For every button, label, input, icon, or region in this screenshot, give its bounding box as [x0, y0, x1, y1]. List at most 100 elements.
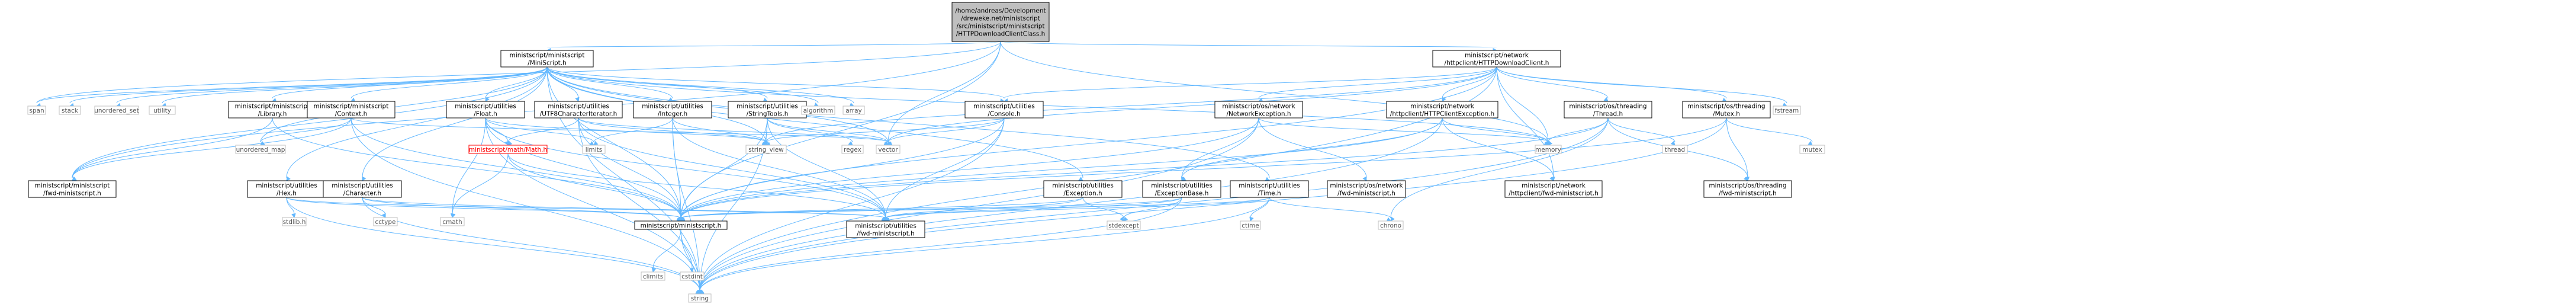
node-stringtools[interactable]: ministscript/utilities/StringTools.h: [728, 101, 807, 119]
node-span: span: [27, 105, 46, 115]
edge-line: [1496, 66, 1727, 99]
node-hex[interactable]: ministscript/utilities/Hex.h: [247, 180, 326, 198]
node-math[interactable]: ministscript/math/Math.h: [468, 145, 548, 154]
node-label: ministscript/os/threading: [1569, 103, 1646, 110]
node-console[interactable]: ministscript/utilities/Console.h: [964, 101, 1044, 119]
node-vector: vector: [876, 145, 901, 154]
node-box: [1504, 180, 1603, 198]
node-fwd-osnet[interactable]: ministscript/os/network/fwd-ministscript…: [1327, 180, 1406, 198]
include-edge: [593, 117, 673, 146]
node-fwd-http[interactable]: ministscript/network/httpclient/fwd-mini…: [1504, 180, 1603, 198]
edge-arrowhead: [1745, 177, 1750, 182]
node-utility: utility: [149, 105, 176, 115]
node-memory: memory: [1535, 145, 1562, 154]
node-httpexc[interactable]: ministscript/network/httpclient/HTTPClie…: [1386, 101, 1498, 119]
node-box: [876, 145, 901, 154]
edge-line: [767, 117, 886, 219]
node-box: [1432, 50, 1561, 68]
node-integer[interactable]: ministscript/utilities/Integer.h: [633, 101, 712, 119]
node-float[interactable]: ministscript/utilities/Float.h: [446, 101, 525, 119]
edge-arrowhead: [1808, 140, 1813, 146]
node-excbase[interactable]: ministscript/utilities/ExceptionBase.h: [1142, 180, 1221, 198]
node-time[interactable]: ministscript/utilities/Time.h: [1230, 180, 1309, 198]
edge-line: [887, 41, 1001, 143]
node-label: vector: [878, 146, 898, 153]
edge-arrowhead: [485, 97, 490, 102]
node-box: [1230, 180, 1309, 198]
node-thread[interactable]: ministscript/os/threading/Thread.h: [1564, 101, 1652, 119]
edge-arrowhead: [362, 176, 366, 181]
edge-line: [1082, 197, 1124, 219]
edge-line: [680, 117, 1259, 219]
node-mutex-h[interactable]: ministscript/os/threading/Mutex.h: [1682, 101, 1771, 119]
node-exception[interactable]: ministscript/utilities/Exception.h: [1043, 180, 1123, 198]
node-regex: regex: [841, 145, 864, 154]
node-box: [468, 145, 548, 154]
node-label: stdexcept: [1108, 222, 1139, 229]
node-box: [446, 101, 525, 119]
edge-line: [1496, 66, 1609, 99]
edge-line: [485, 66, 548, 99]
node-utf8[interactable]: ministscript/utilities/UTF8CharacterIter…: [534, 101, 623, 119]
edge-arrowhead: [697, 290, 702, 295]
node-box: [323, 180, 402, 198]
node-box: [634, 220, 728, 230]
node-label: /MiniScript.h: [528, 60, 567, 67]
include-edge: [672, 117, 767, 146]
node-label: chrono: [1380, 222, 1401, 229]
node-label: /home/andreas/Development: [955, 8, 1046, 15]
node-cctype: cctype: [373, 217, 398, 226]
include-edge: [350, 117, 681, 222]
node-root[interactable]: /home/andreas/Development/dreweke.net/mi…: [951, 2, 1050, 42]
node-label: thread: [1665, 146, 1685, 153]
node-library[interactable]: ministscript/ministscript/Library.h: [228, 101, 317, 119]
edge-line: [672, 117, 700, 292]
edge-line: [350, 117, 889, 143]
node-character[interactable]: ministscript/utilities/Character.h: [323, 180, 402, 198]
node-fwd-msms[interactable]: ministscript/ministscript/fwd-ministscri…: [28, 180, 117, 198]
node-label: stdlib.h: [283, 219, 306, 226]
node-ms[interactable]: ministscript/ministscript/MiniScript.h: [500, 50, 594, 68]
edge-line: [1000, 41, 1549, 143]
node-netexc[interactable]: ministscript/os/network/NetworkException…: [1214, 101, 1303, 119]
node-ms-h[interactable]: ministscript/ministscript.h: [634, 220, 728, 230]
node-label: ministscript/utilities: [256, 183, 317, 190]
include-edge: [286, 197, 700, 295]
edge-line: [546, 41, 1001, 48]
edge-line: [680, 117, 1727, 219]
node-box: [1703, 180, 1792, 198]
edge-line: [1258, 117, 1549, 143]
edge-arrowhead: [1670, 140, 1675, 146]
node-label: ministscript/utilities: [1052, 183, 1114, 190]
node-chrono: chrono: [1378, 220, 1404, 230]
node-label: ministscript/utilities: [1151, 183, 1213, 190]
node-box: [1535, 145, 1562, 154]
edge-arrowhead: [593, 140, 599, 146]
include-edge: [767, 117, 853, 146]
edge-line: [578, 117, 886, 219]
node-label: fstream: [1775, 107, 1799, 114]
node-fwd-thr[interactable]: ministscript/os/threading/fwd-ministscri…: [1703, 180, 1792, 198]
edge-line: [578, 117, 767, 143]
node-label: memory: [1535, 146, 1561, 153]
node-context[interactable]: ministscript/ministscript/Context.h: [307, 101, 395, 119]
edge-line: [1258, 66, 1497, 99]
node-label: ministscript/network: [1522, 183, 1586, 190]
include-edge: [546, 41, 1001, 53]
edge-line: [546, 66, 1005, 99]
node-label: unordered_map: [236, 146, 285, 153]
node-label: /Float.h: [474, 111, 497, 118]
include-edge: [451, 153, 509, 219]
node-box: [1327, 180, 1406, 198]
edge-line: [699, 197, 1182, 292]
node-label: ministscript/os/threading: [1687, 103, 1765, 110]
edge-arrowhead: [651, 267, 657, 273]
node-nd[interactable]: ministscript/network/httpclient/HTTPDown…: [1432, 50, 1561, 68]
edge-line: [286, 66, 548, 178]
include-edge: [1082, 197, 1124, 222]
node-fwd-util[interactable]: ministscript/utilities/fwd-ministscript.…: [846, 220, 925, 238]
edge-arrowhead: [1549, 176, 1554, 181]
node-box: [440, 217, 465, 226]
edge-line: [672, 117, 886, 219]
